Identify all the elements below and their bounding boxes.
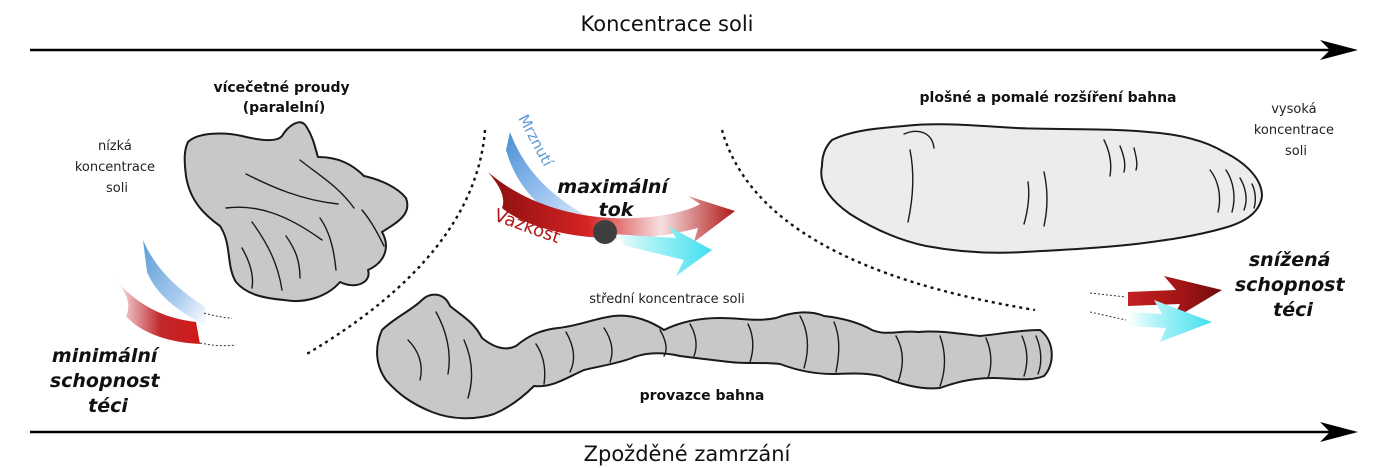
parallel-streams-blob [183, 121, 409, 302]
axis-label-salt-concentration: Koncentrace soli [581, 12, 754, 36]
maximum-flow-label: maximální tok [557, 176, 674, 221]
max-flow-arrows [488, 132, 735, 276]
max-flow-point [593, 220, 617, 244]
low-flow-arrows [112, 240, 237, 347]
flat-spread-blob [820, 123, 1263, 254]
mud-strings-blob [376, 293, 1053, 420]
mud-strings-label: provazce bahna [640, 388, 765, 404]
axis-label-delayed-freezing: Zpožděné zamrzání [584, 442, 792, 466]
bottom-axis [30, 422, 1358, 442]
arrowhead-icon [1320, 422, 1358, 442]
flat-spread-label: plošné a pomalé rozšíření bahna [920, 90, 1177, 106]
minimal-flow-label: minimální schopnost téci [50, 345, 166, 417]
top-axis [30, 40, 1358, 60]
medium-concentration-label: střední koncentrace soli [589, 292, 744, 307]
reduced-flow-arrows [1089, 276, 1222, 342]
separator-right [720, 129, 1036, 312]
arrowhead-icon [1320, 40, 1358, 60]
reduced-flow-label: snížená schopnost téci [1235, 249, 1351, 321]
multiple-streams-label: vícečetné proudy (paralelní) [213, 80, 354, 116]
low-concentration-label: nízká koncentrace soli [75, 139, 159, 196]
high-concentration-label: vysoká koncentrace soli [1254, 102, 1338, 159]
